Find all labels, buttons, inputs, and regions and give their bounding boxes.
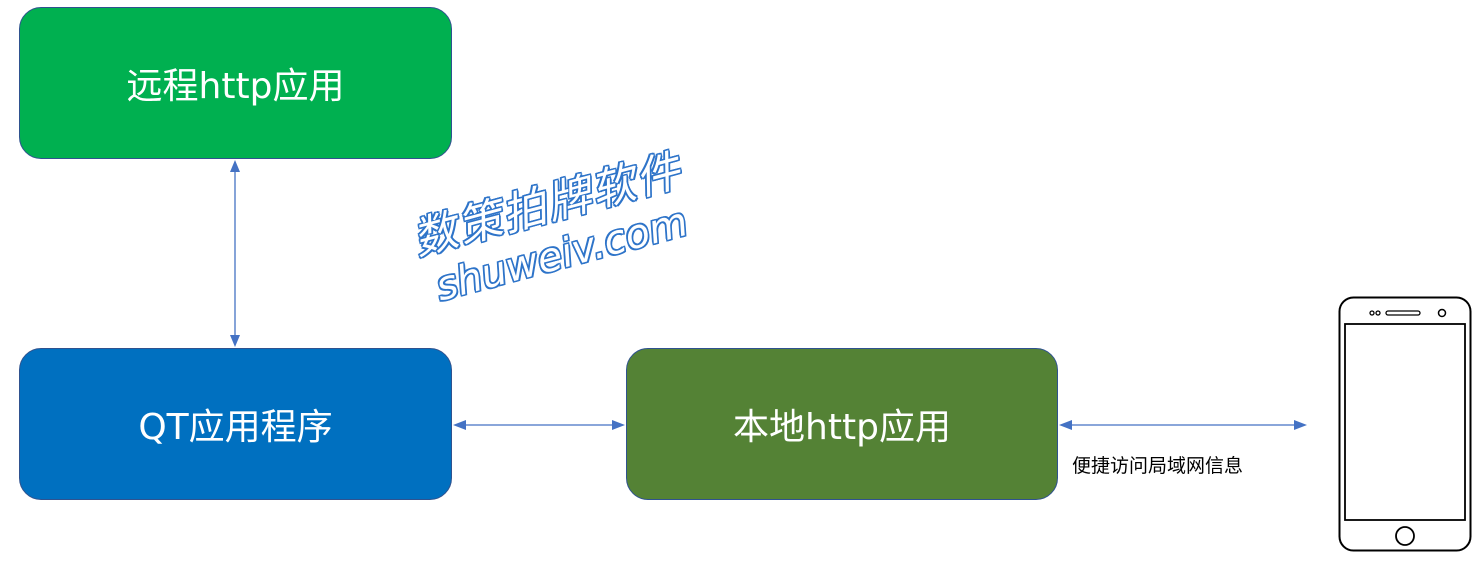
connector-local-phone <box>1059 420 1307 430</box>
local-phone-caption: 便捷访问局域网信息 <box>1072 455 1244 477</box>
qt-app-node: QT应用程序 <box>19 348 452 500</box>
smartphone-icon <box>1338 296 1472 552</box>
qt-app-label: QT应用程序 <box>138 407 333 448</box>
remote-http-app-node: 远程http应用 <box>19 7 452 159</box>
connector-qt-local <box>453 420 625 430</box>
connector-remote-qt <box>230 160 240 347</box>
local-http-app-node: 本地http应用 <box>626 348 1058 500</box>
remote-http-app-label: 远程http应用 <box>126 66 345 107</box>
local-http-app-label: 本地http应用 <box>733 407 951 448</box>
